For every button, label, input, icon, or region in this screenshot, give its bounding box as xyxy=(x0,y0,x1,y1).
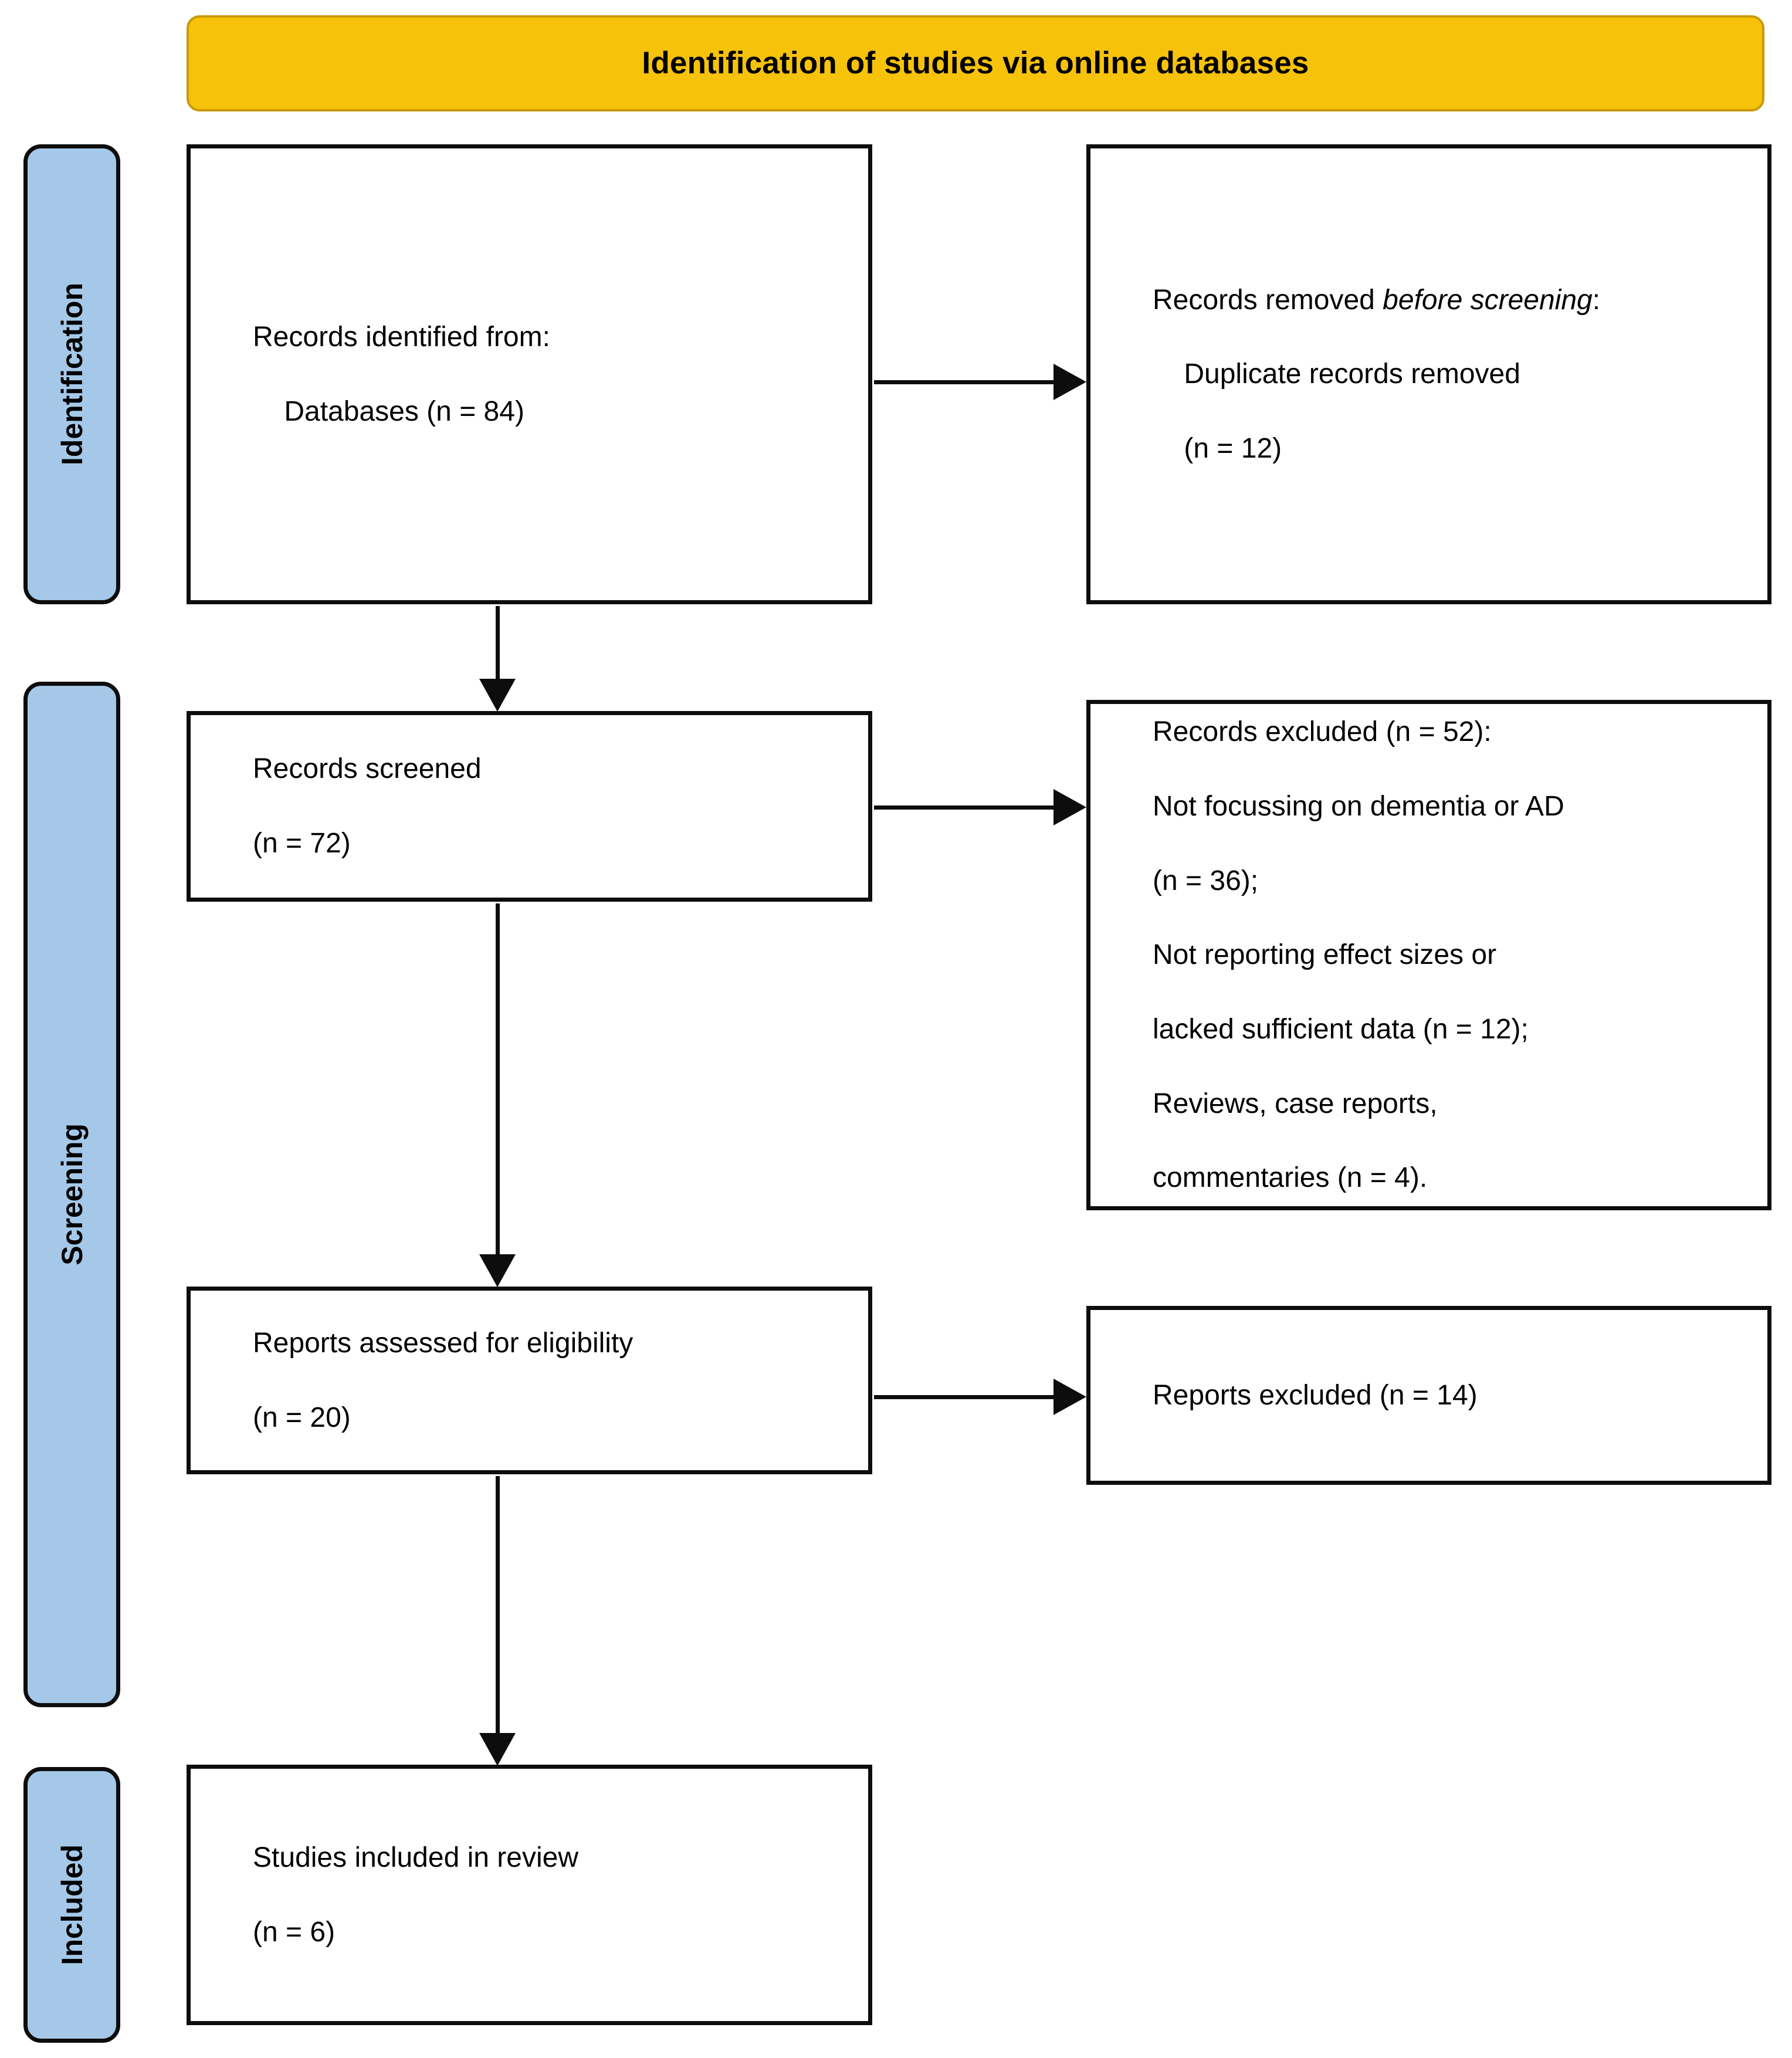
stage-label-screening: Screening xyxy=(23,682,120,1707)
diagram-header-banner: Identification of studies via online dat… xyxy=(187,15,1764,111)
box-records-screened: Records screened (n = 72) xyxy=(187,711,872,902)
arrow-head-icon xyxy=(479,1733,516,1766)
records-excluded-line3: (n = 36); xyxy=(1153,865,1259,896)
reports-excluded-line1: Reports excluded (n = 14) xyxy=(1153,1379,1478,1411)
box-studies-included: Studies included in review (n = 6) xyxy=(187,1765,872,2025)
box-records-screened-text: Records screened (n = 72) xyxy=(191,713,497,899)
arrow-line xyxy=(874,805,1053,810)
arrow-line xyxy=(496,1476,500,1733)
box-studies-included-text: Studies included in review (n = 6) xyxy=(191,1802,594,1988)
records-removed-suffix: : xyxy=(1592,284,1601,316)
records-removed-italic: before screening xyxy=(1383,284,1593,316)
box-reports-excluded: Reports excluded (n = 14) xyxy=(1086,1306,1771,1485)
arrow-head-icon xyxy=(479,679,516,712)
box-reports-assessed: Reports assessed for eligibility (n = 20… xyxy=(187,1287,872,1474)
arrow-line xyxy=(874,380,1053,384)
box-records-removed: Records removed before screening: Duplic… xyxy=(1086,144,1771,604)
arrow-head-icon xyxy=(1053,1379,1086,1415)
stage-label-included-text: Included xyxy=(55,1844,89,1965)
studies-included-line1: Studies included in review xyxy=(253,1842,578,1873)
arrow-head-icon xyxy=(1053,364,1086,400)
records-removed-line2: Duplicate records removed xyxy=(1153,358,1520,390)
records-removed-prefix: Records removed xyxy=(1153,284,1383,316)
records-identified-line2: Databases (n = 84) xyxy=(253,395,524,427)
box-records-removed-text: Records removed before screening: Duplic… xyxy=(1090,244,1615,505)
records-excluded-line2: Not focussing on dementia or AD xyxy=(1153,790,1564,822)
records-screened-line1: Records screened xyxy=(253,753,482,785)
arrow-line xyxy=(874,1395,1053,1399)
box-records-identified-text: Records identified from: Databases (n = … xyxy=(191,282,565,468)
reports-assessed-line2: (n = 20) xyxy=(253,1402,351,1433)
box-records-identified: Records identified from: Databases (n = … xyxy=(187,144,872,604)
records-excluded-line6: Reviews, case reports, xyxy=(1153,1088,1438,1119)
arrow-line xyxy=(496,606,500,679)
diagram-title: Identification of studies via online dat… xyxy=(642,45,1309,80)
stage-label-screening-text: Screening xyxy=(55,1123,89,1265)
arrow-head-icon xyxy=(1053,789,1086,825)
stage-label-identification: Identification xyxy=(23,144,120,604)
studies-included-line2: (n = 6) xyxy=(253,1916,336,1948)
box-reports-excluded-text: Reports excluded (n = 14) xyxy=(1090,1339,1493,1451)
records-excluded-line7: commentaries (n = 4). xyxy=(1153,1162,1428,1194)
records-excluded-line5: lacked sufficient data (n = 12); xyxy=(1153,1014,1529,1045)
box-reports-assessed-text: Reports assessed for eligibility (n = 20… xyxy=(191,1288,648,1474)
records-identified-line1: Records identified from: xyxy=(253,321,550,353)
stage-label-included: Included xyxy=(23,1767,120,2043)
reports-assessed-line1: Reports assessed for eligibility xyxy=(253,1327,634,1359)
records-removed-line3: (n = 12) xyxy=(1153,433,1282,465)
box-records-excluded-text: Records excluded (n = 52): Not focussing… xyxy=(1090,676,1580,1234)
stage-label-identification-text: Identification xyxy=(55,283,89,466)
records-excluded-line4: Not reporting effect sizes or xyxy=(1153,939,1497,971)
arrow-line xyxy=(496,903,500,1254)
box-records-excluded: Records excluded (n = 52): Not focussing… xyxy=(1086,700,1771,1210)
arrow-head-icon xyxy=(479,1254,516,1287)
records-excluded-line1: Records excluded (n = 52): xyxy=(1153,716,1492,748)
records-screened-line2: (n = 72) xyxy=(253,828,351,859)
